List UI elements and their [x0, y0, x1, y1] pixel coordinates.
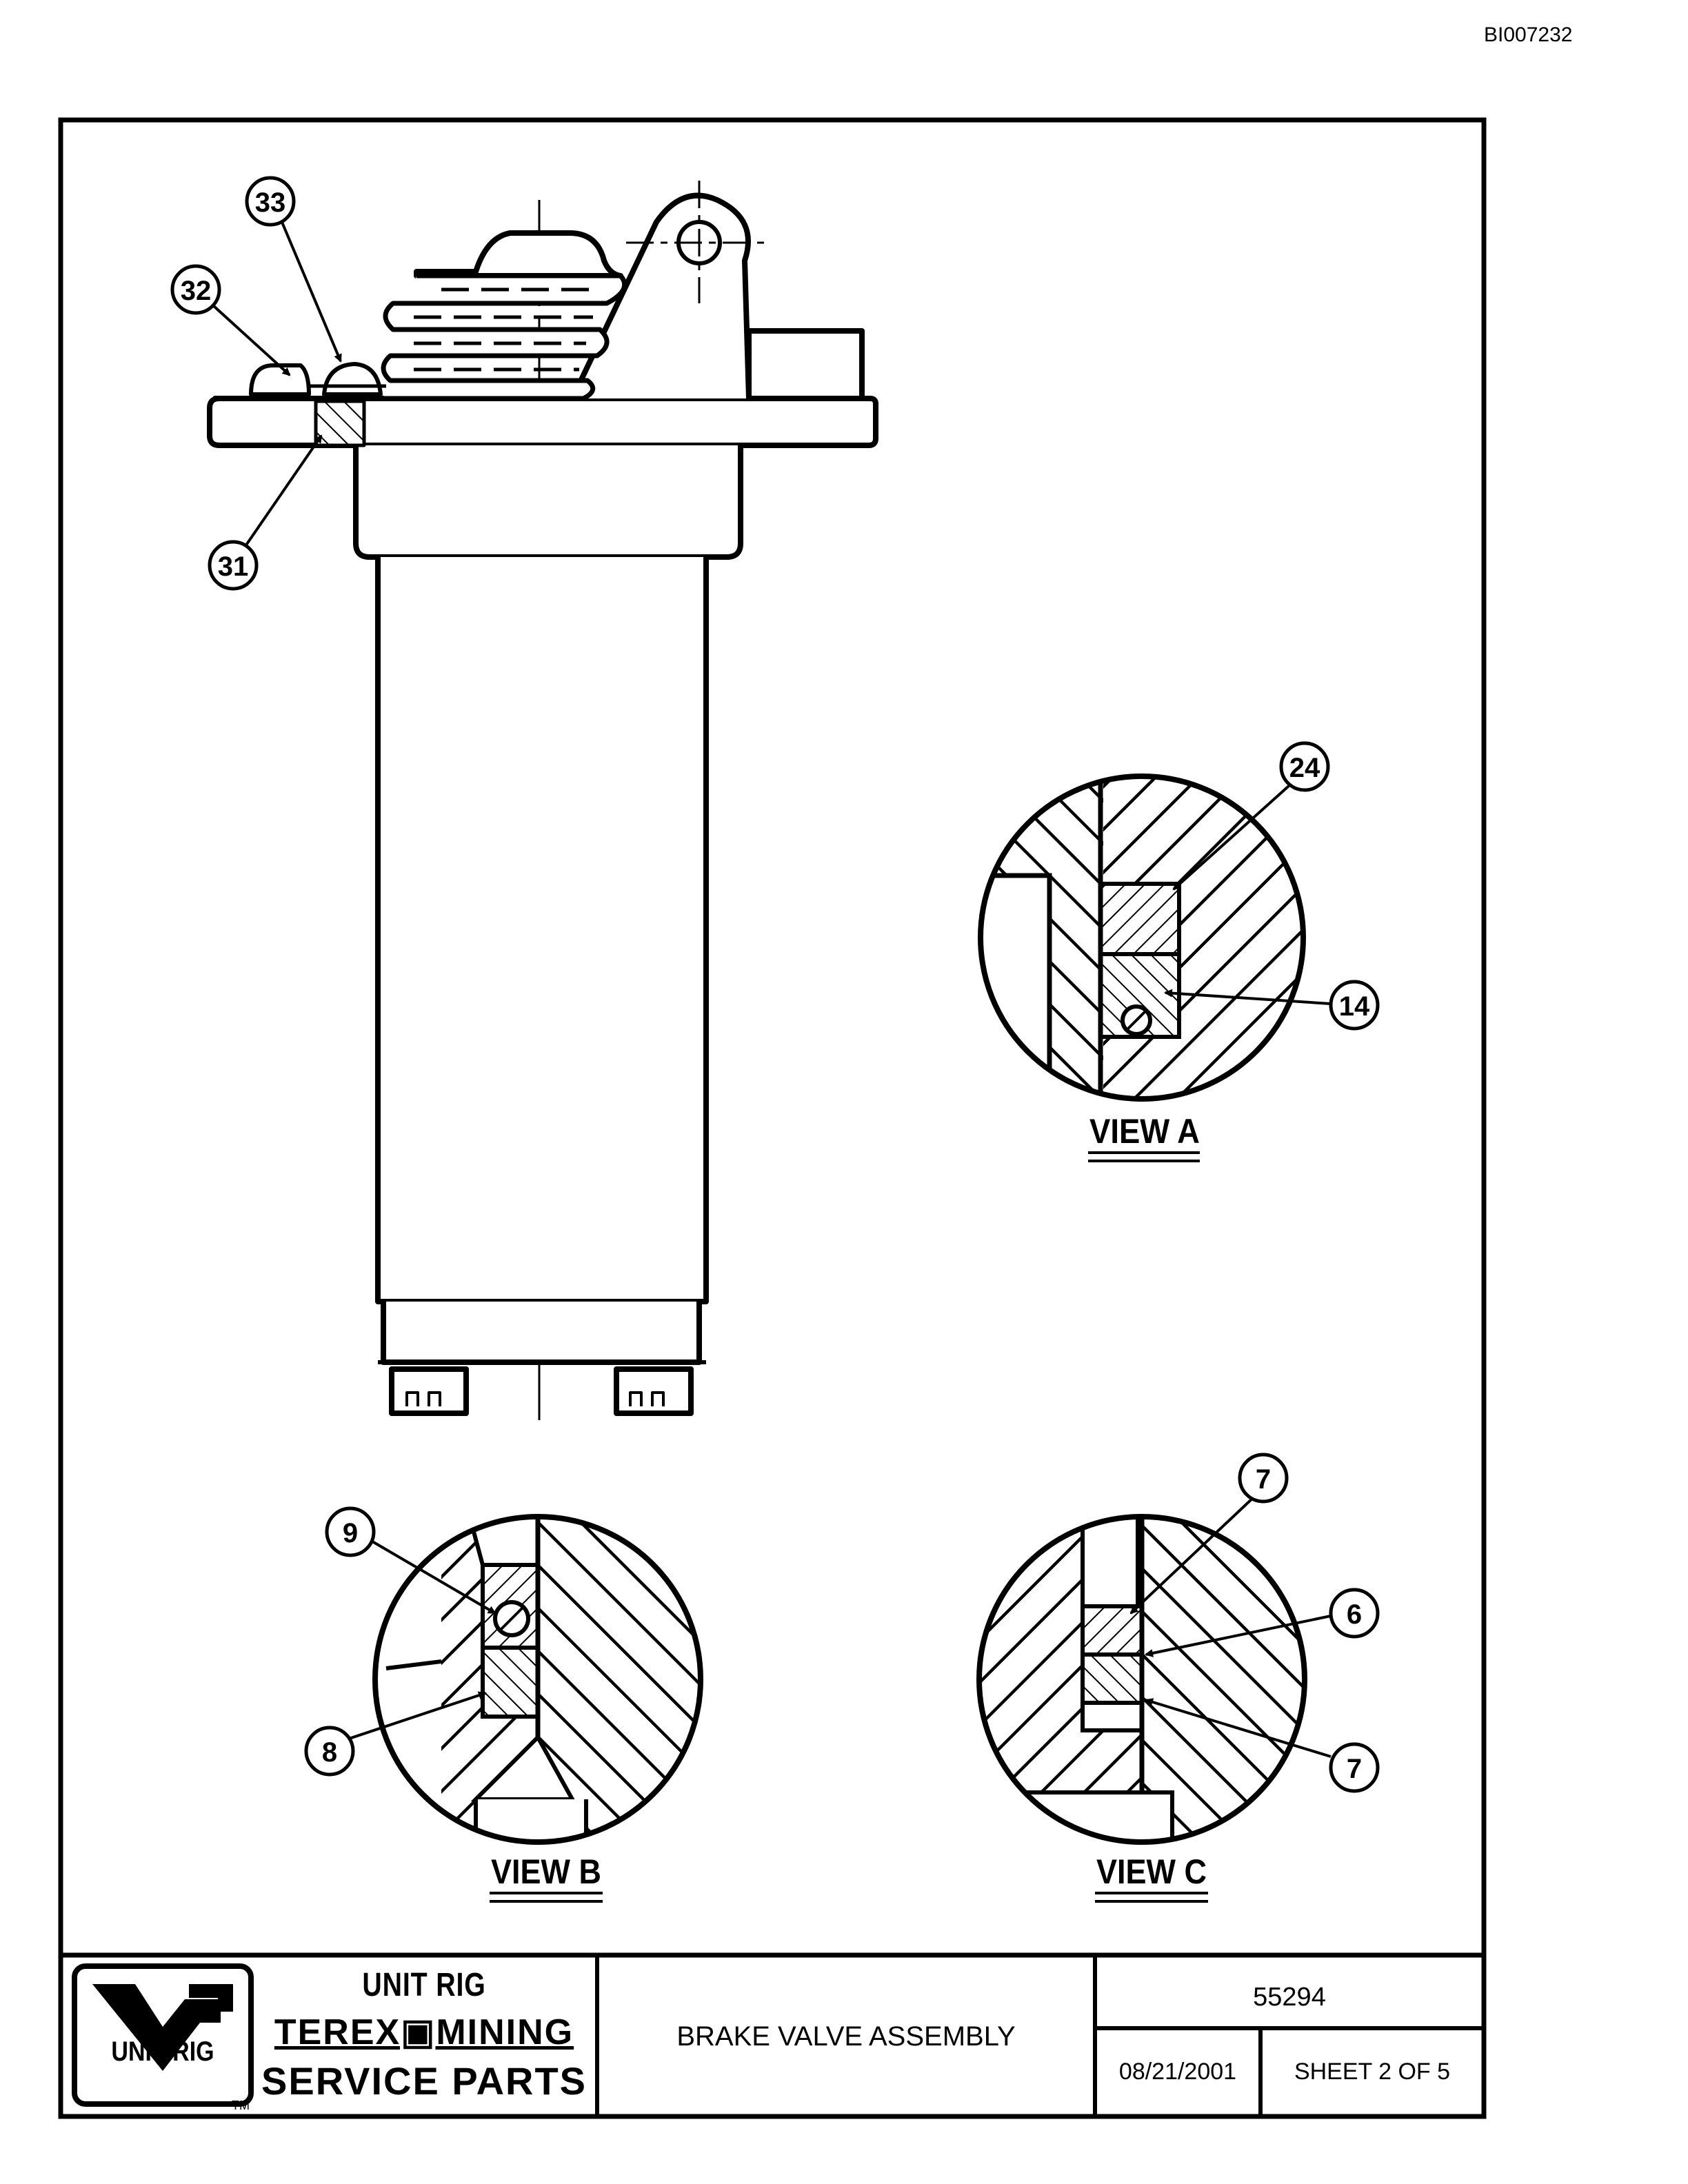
callout-14: 14 — [1329, 980, 1380, 1031]
svg-text:32: 32 — [181, 276, 212, 306]
sheet-cell: SHEET 2 OF 5 — [1260, 2028, 1484, 2118]
svg-text:33: 33 — [255, 188, 286, 218]
leader-7b — [1145, 1698, 1332, 1758]
svg-text:9: 9 — [343, 1518, 358, 1548]
leader-8 — [348, 1691, 487, 1740]
callout-31: 31 — [208, 540, 259, 591]
rubber-boot — [381, 273, 627, 401]
leader-31 — [244, 434, 323, 547]
view-c-label: VIEW C — [1096, 1852, 1207, 1891]
leader-9 — [371, 1540, 496, 1615]
callout-24: 24 — [1279, 741, 1330, 792]
view-a-detail — [978, 774, 1306, 1102]
main-assembly — [207, 181, 878, 1420]
screw-head-33 — [322, 362, 383, 396]
leader-lines — [212, 220, 1332, 1758]
logo-cell: UNIT RIG — [74, 1955, 251, 2107]
svg-text:8: 8 — [322, 1737, 337, 1768]
drawing-title: BRAKE VALVE ASSEMBLY — [676, 2021, 1016, 2052]
callout-33: 33 — [245, 176, 296, 227]
screw-shank — [314, 399, 366, 447]
title-block: UNIT RIG TM UNIT RIG TEREX▣MINING SERVIC… — [61, 1955, 1484, 2118]
svg-text:7: 7 — [1256, 1464, 1271, 1495]
document-id: BI007232 — [1484, 23, 1573, 46]
boot-cap — [414, 230, 623, 279]
flange-plate — [207, 396, 878, 448]
bottom-band — [381, 1302, 702, 1365]
trademark: TM — [232, 2099, 250, 2112]
leader-24 — [1172, 779, 1296, 891]
callout-7-bottom: 7 — [1329, 1742, 1380, 1793]
view-c-detail — [976, 1514, 1307, 1845]
drawing-date: 08/21/2001 — [1118, 2059, 1237, 2085]
svg-text:6: 6 — [1347, 1599, 1362, 1630]
screw-head-32 — [249, 363, 311, 396]
sheet-number: SHEET 2 OF 5 — [1294, 2059, 1451, 2085]
callout-7-top: 7 — [1238, 1453, 1289, 1504]
callout-9: 9 — [325, 1506, 376, 1557]
brand-cell: UNIT RIG TEREX▣MINING SERVICE PARTS — [251, 1955, 597, 2118]
leader-7a — [1129, 1496, 1255, 1615]
drawing-number: 55294 — [1253, 1983, 1326, 2012]
brand-service-parts: SERVICE PARTS — [261, 2059, 587, 2103]
svg-text:24: 24 — [1289, 753, 1320, 783]
callout-8: 8 — [304, 1726, 355, 1777]
leader-32 — [212, 305, 291, 376]
view-b-label: VIEW B — [491, 1852, 601, 1891]
svg-text:7: 7 — [1347, 1754, 1362, 1784]
callout-6: 6 — [1329, 1588, 1380, 1639]
view-b-detail — [372, 1514, 703, 1845]
brand-unit-rig: UNIT RIG — [362, 1967, 486, 2003]
upper-body — [353, 445, 743, 560]
svg-text:14: 14 — [1339, 991, 1370, 1022]
unit-rig-logo — [72, 1963, 254, 2107]
title-block-grid — [595, 1955, 1484, 2116]
cylinder — [375, 557, 709, 1304]
callout-32: 32 — [170, 264, 221, 315]
title-cell: BRAKE VALVE ASSEMBLY — [597, 1955, 1095, 2118]
drawing-border — [58, 117, 1487, 2119]
number-cell: 55294 — [1095, 1955, 1484, 2028]
svg-text:31: 31 — [218, 552, 249, 582]
logo-text: UNIT RIG — [111, 2036, 214, 2067]
leader-6 — [1145, 1615, 1332, 1657]
flange-block — [746, 328, 865, 401]
view-a-label: VIEW A — [1089, 1112, 1200, 1151]
brand-terex-mining: TEREX▣MINING — [274, 2012, 574, 2052]
leader-14 — [1164, 989, 1332, 1005]
leader-33 — [280, 220, 342, 363]
date-cell: 08/21/2001 — [1095, 2028, 1260, 2118]
